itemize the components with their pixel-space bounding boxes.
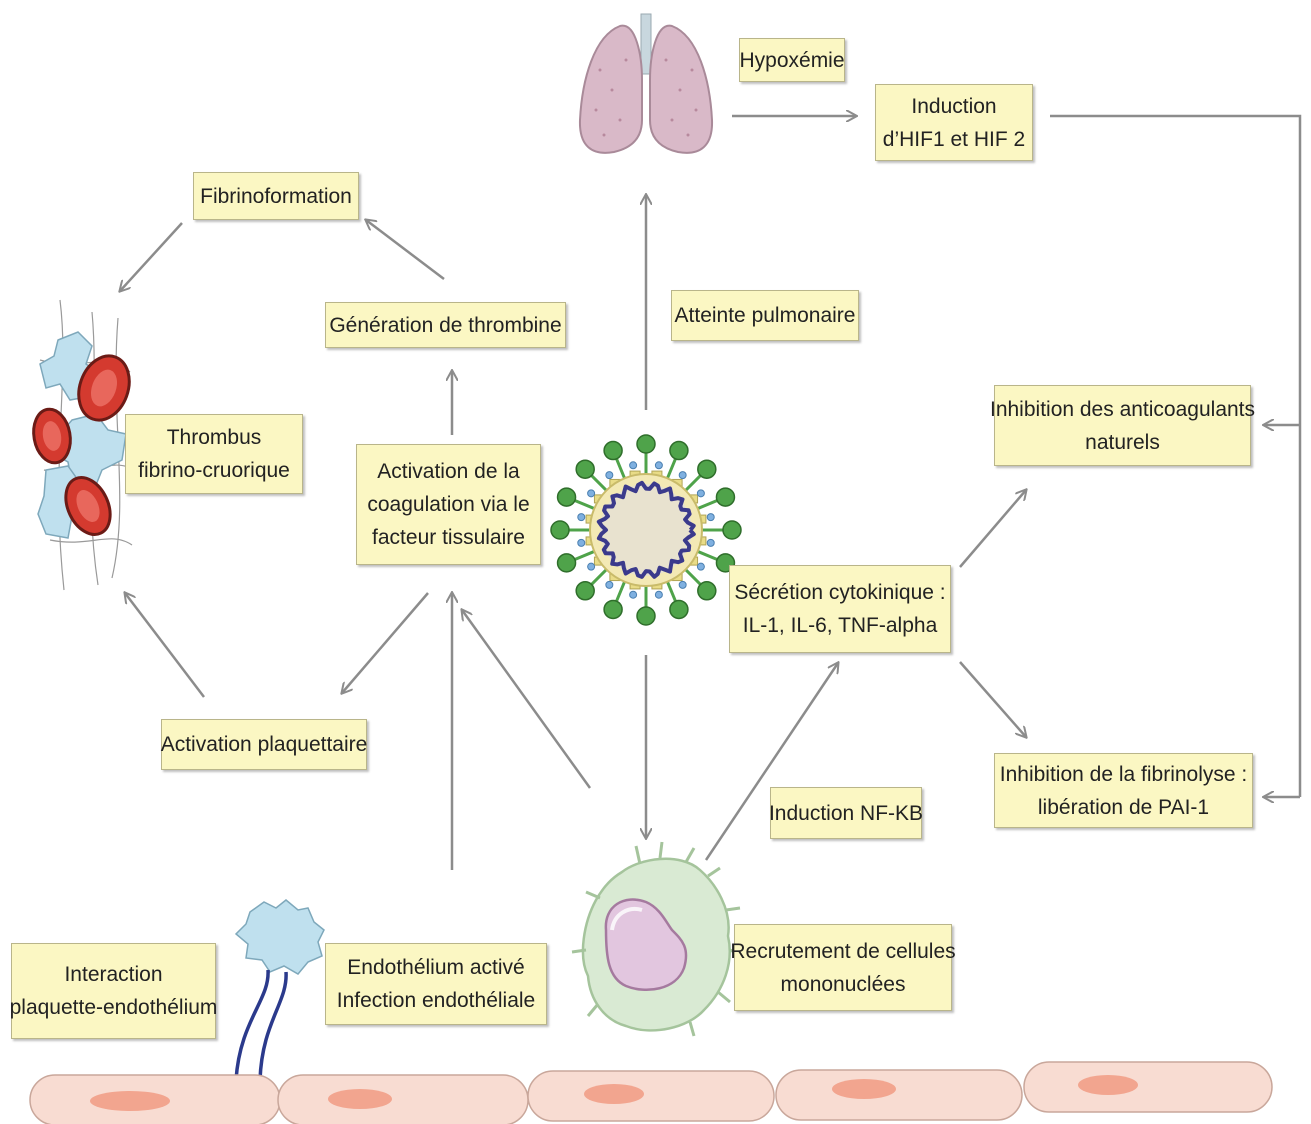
label-endothelium-line1: Endothélium activé xyxy=(347,951,524,984)
platelet-icon xyxy=(236,900,324,1080)
label-interaction-plaquette-line1: Interaction xyxy=(64,958,162,991)
label-recrutement-line1: Recrutement de cellules xyxy=(730,935,955,968)
label-recrutement-line2: mononuclées xyxy=(781,968,906,1001)
label-activation-coagulation-line2: coagulation via le xyxy=(367,488,529,521)
label-secretion-cytokinique-line1: Sécrétion cytokinique : xyxy=(734,576,945,609)
label-atteinte-pulmonaire: Atteinte pulmonaire xyxy=(671,290,859,341)
arrow-monocyte-to-coagulation xyxy=(462,610,590,788)
label-inhibition-anticoagulants-line1: Inhibition des anticoagulants xyxy=(990,393,1255,426)
label-secretion-cytokinique: Sécrétion cytokinique : IL-1, IL-6, TNF-… xyxy=(729,565,951,653)
arrow-cytokines-to-fibrinolyse xyxy=(960,662,1026,737)
label-inhibition-fibrinolyse-line2: libération de PAI-1 xyxy=(1038,791,1209,824)
label-activation-coagulation: Activation de la coagulation via le fact… xyxy=(356,444,541,565)
label-inhibition-fibrinolyse-line1: Inhibition de la fibrinolyse : xyxy=(1000,758,1247,791)
mononuclear-cell-icon xyxy=(572,842,744,1036)
label-interaction-plaquette-line2: plaquette-endothélium xyxy=(10,991,218,1024)
label-induction-hif: Induction d’HIF1 et HIF 2 xyxy=(875,84,1033,161)
thrombus-icon xyxy=(30,300,138,590)
label-thrombus: Thrombus fibrino-cruorique xyxy=(125,414,303,494)
label-hypoxemie: Hypoxémie xyxy=(739,38,845,82)
label-fibrinoformation-text: Fibrinoformation xyxy=(200,180,352,213)
label-activation-plaquettaire: Activation plaquettaire xyxy=(161,719,367,770)
arrow-fibrino-to-thrombus xyxy=(120,223,182,291)
label-thrombus-line2: fibrino-cruorique xyxy=(138,454,290,487)
endothelial-cells-icon xyxy=(30,1062,1272,1124)
label-atteinte-pulmonaire-text: Atteinte pulmonaire xyxy=(675,299,856,332)
label-recrutement: Recrutement de cellules mononuclées xyxy=(734,924,952,1011)
label-generation-thrombine-text: Génération de thrombine xyxy=(329,309,561,342)
label-secretion-cytokinique-line2: IL-1, IL-6, TNF-alpha xyxy=(743,609,938,642)
label-endothelium: Endothélium activé Infection endothélial… xyxy=(325,943,547,1025)
arrow-plaquettaire-to-thrombus xyxy=(125,593,204,697)
label-activation-plaquettaire-text: Activation plaquettaire xyxy=(161,728,368,761)
coronavirus-icon xyxy=(551,435,741,625)
label-generation-thrombine: Génération de thrombine xyxy=(325,302,566,348)
arrow-coagulation-to-plaquettaire xyxy=(342,593,428,693)
arrow-thrombine-to-fibrino xyxy=(366,220,444,279)
label-inhibition-anticoagulants: Inhibition des anticoagulants naturels xyxy=(994,385,1251,466)
label-inhibition-fibrinolyse: Inhibition de la fibrinolyse : libératio… xyxy=(994,753,1253,828)
label-induction-hif-line1: Induction xyxy=(911,90,996,123)
label-activation-coagulation-line3: facteur tissulaire xyxy=(372,521,525,554)
lungs-icon xyxy=(580,14,712,153)
label-inhibition-anticoagulants-line2: naturels xyxy=(1085,426,1160,459)
label-induction-nfkb-text: Induction NF-KB xyxy=(769,797,923,830)
label-induction-hif-line2: d’HIF1 et HIF 2 xyxy=(883,123,1025,156)
label-induction-nfkb: Induction NF-KB xyxy=(770,787,922,839)
label-fibrinoformation: Fibrinoformation xyxy=(193,172,359,220)
label-interaction-plaquette: Interaction plaquette-endothélium xyxy=(11,943,216,1039)
label-activation-coagulation-line1: Activation de la xyxy=(377,455,519,488)
label-endothelium-line2: Infection endothéliale xyxy=(337,984,536,1017)
arrow-cytokines-to-anticoagulants xyxy=(960,490,1026,567)
label-thrombus-line1: Thrombus xyxy=(167,421,262,454)
label-hypoxemie-text: Hypoxémie xyxy=(739,44,844,77)
